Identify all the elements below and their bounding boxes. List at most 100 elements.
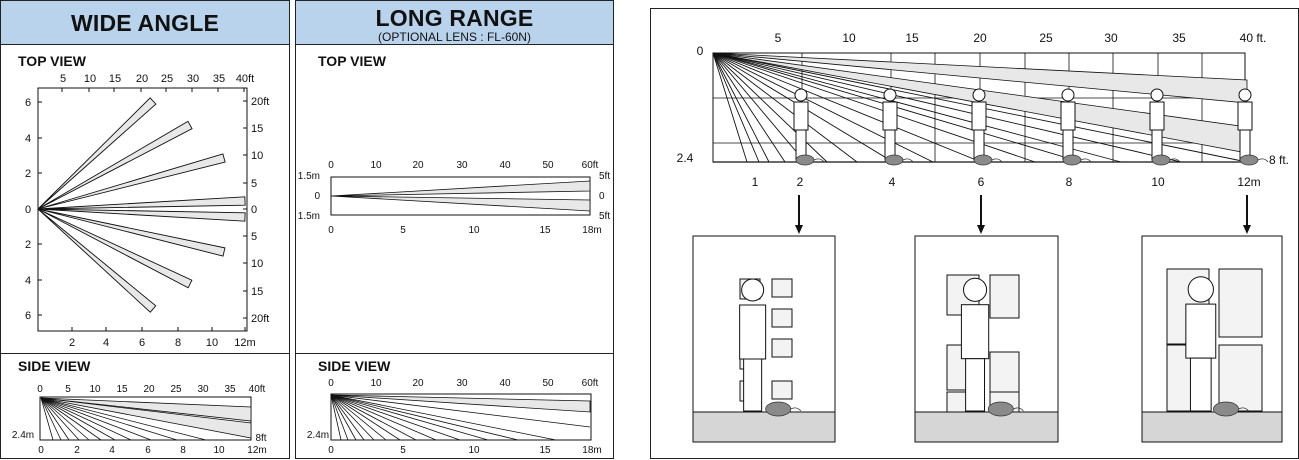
rat-figure [795, 154, 815, 166]
right-tick-label: 10 [251, 258, 263, 270]
person-head [1238, 88, 1252, 102]
side-beam-line [40, 397, 132, 441]
side-beam-line [40, 397, 54, 441]
long-right-tick-label: 5ft [599, 211, 610, 222]
m-tick-label: 12m [234, 337, 255, 349]
long-ft-tick-label: 40 [499, 160, 511, 171]
detail-right-height-label: 8 ft. [1269, 153, 1289, 167]
detail-ft-tick-label: 10 [842, 31, 856, 45]
long-m-tick-label: 18m [582, 225, 601, 236]
lens-sensing-cell [1218, 344, 1263, 412]
long-side-beam-line [330, 394, 437, 441]
long-side-mid-line [330, 394, 591, 428]
side-beam-line [40, 397, 152, 441]
person-head [972, 88, 986, 102]
detail-ft-tick-label: 25 [1039, 31, 1053, 45]
detail-m-tick-label: 12m [1237, 175, 1260, 189]
long-side-height-label: 2.4m [307, 430, 329, 441]
long-range-subtitle: (OPTIONAL LENS : FL-60N) [378, 30, 531, 44]
side-m-tick-label: 12m [247, 445, 266, 456]
long-side-ft-tick-label: 60ft [582, 378, 599, 389]
person-figure [971, 88, 987, 161]
long-side-m-tick-label: 15 [539, 445, 551, 456]
m-tick-label: 2 [69, 337, 75, 349]
person-figure [793, 88, 809, 161]
ft-tick-label: 25 [161, 73, 173, 85]
sample-person-head [963, 277, 988, 302]
detail-beam-line [712, 52, 760, 163]
ft-tick-label: 10 [84, 73, 96, 85]
rat-tail [1080, 158, 1092, 163]
long-right-tick-label: 5ft [599, 171, 610, 182]
long-right-tick-label: 0 [599, 191, 605, 202]
side-ft-tick-label: 35 [224, 384, 236, 395]
detail-m-tick-label: 1 [752, 175, 759, 189]
long-side-ft-tick-label: 30 [456, 378, 468, 389]
detail-beam-line [712, 52, 786, 163]
left-tick-label: 6 [25, 97, 31, 109]
long-side-beam-line [330, 394, 417, 441]
sample-rat-figure [765, 401, 792, 417]
sample-person-legs [965, 358, 986, 412]
down-arrow-head [795, 225, 803, 234]
side-ft-tick-label: 10 [89, 384, 101, 395]
long-side-far-zone [330, 394, 591, 413]
sample-rat-figure [987, 401, 1014, 417]
side-ft-tick-label: 5 [65, 384, 71, 395]
right-tick-label: 15 [251, 123, 263, 135]
wide-angle-header: WIDE ANGLE [1, 1, 289, 45]
detection-zone-beam [37, 208, 157, 313]
detail-ft-tick-label: 35 [1172, 31, 1186, 45]
detection-zone-beam [37, 208, 226, 257]
right-tick-label: 5 [251, 231, 257, 243]
side-m-tick-label: 2 [74, 445, 80, 456]
wide-side-view-label: SIDE VIEW [18, 358, 91, 374]
long-side-beam-line [330, 394, 387, 441]
m-tick-label: 10 [206, 337, 218, 349]
m-tick-label: 6 [139, 337, 145, 349]
long-side-ft-tick-label: 0 [328, 378, 334, 389]
person-head [883, 88, 897, 102]
side-m-tick-label: 8 [180, 445, 186, 456]
wide-top-view-label: TOP VIEW [18, 53, 86, 69]
detection-zone-beam [37, 196, 246, 210]
side-m-tick-label: 4 [109, 445, 115, 456]
side-beam-line [40, 397, 70, 441]
long-range-header: LONG RANGE (OPTIONAL LENS : FL-60N) [296, 1, 613, 45]
rat-figure [1239, 154, 1259, 166]
right-tick-label: 5 [251, 178, 257, 190]
long-m-tick-label: 10 [468, 225, 480, 236]
detection-zone-beam [37, 208, 193, 289]
long-left-tick-label: 1.5m [298, 171, 320, 182]
sample-person-head [741, 278, 765, 302]
sample-person-head [1187, 276, 1214, 303]
side-beam-line [40, 397, 62, 441]
person-figure [1237, 88, 1253, 161]
long-m-tick-label: 15 [539, 225, 551, 236]
person-body [971, 101, 987, 131]
detail-beam-line [712, 52, 1182, 163]
wide-section-divider [1, 353, 289, 354]
detail-ft-tick-label: 30 [1104, 31, 1118, 45]
long-lower-zone [330, 195, 591, 212]
long-side-beam-line [330, 394, 342, 441]
detail-beam-line [712, 52, 748, 163]
long-range-title: LONG RANGE [375, 5, 534, 31]
detail-ft-tick-label: 15 [905, 31, 919, 45]
detection-zone-beam [37, 153, 226, 210]
long-side-view-label: SIDE VIEW [318, 358, 391, 374]
floor-strip [1141, 411, 1283, 443]
long-m-tick-label: 0 [328, 225, 334, 236]
ft-tick-label: 5 [60, 73, 66, 85]
long-left-tick-label: 0 [314, 191, 320, 202]
detail-left-height-label: 2.4 [677, 151, 694, 165]
long-side-ft-tick-label: 20 [412, 378, 424, 389]
side-height-label-right: 8ft [255, 433, 266, 444]
detail-ft-tick-label: 20 [973, 31, 987, 45]
long-side-m-tick-label: 0 [328, 445, 334, 456]
long-side-beam-line [330, 394, 489, 441]
detail-ft-tick-label: 5 [775, 31, 782, 45]
sample-person-body [1185, 303, 1217, 359]
